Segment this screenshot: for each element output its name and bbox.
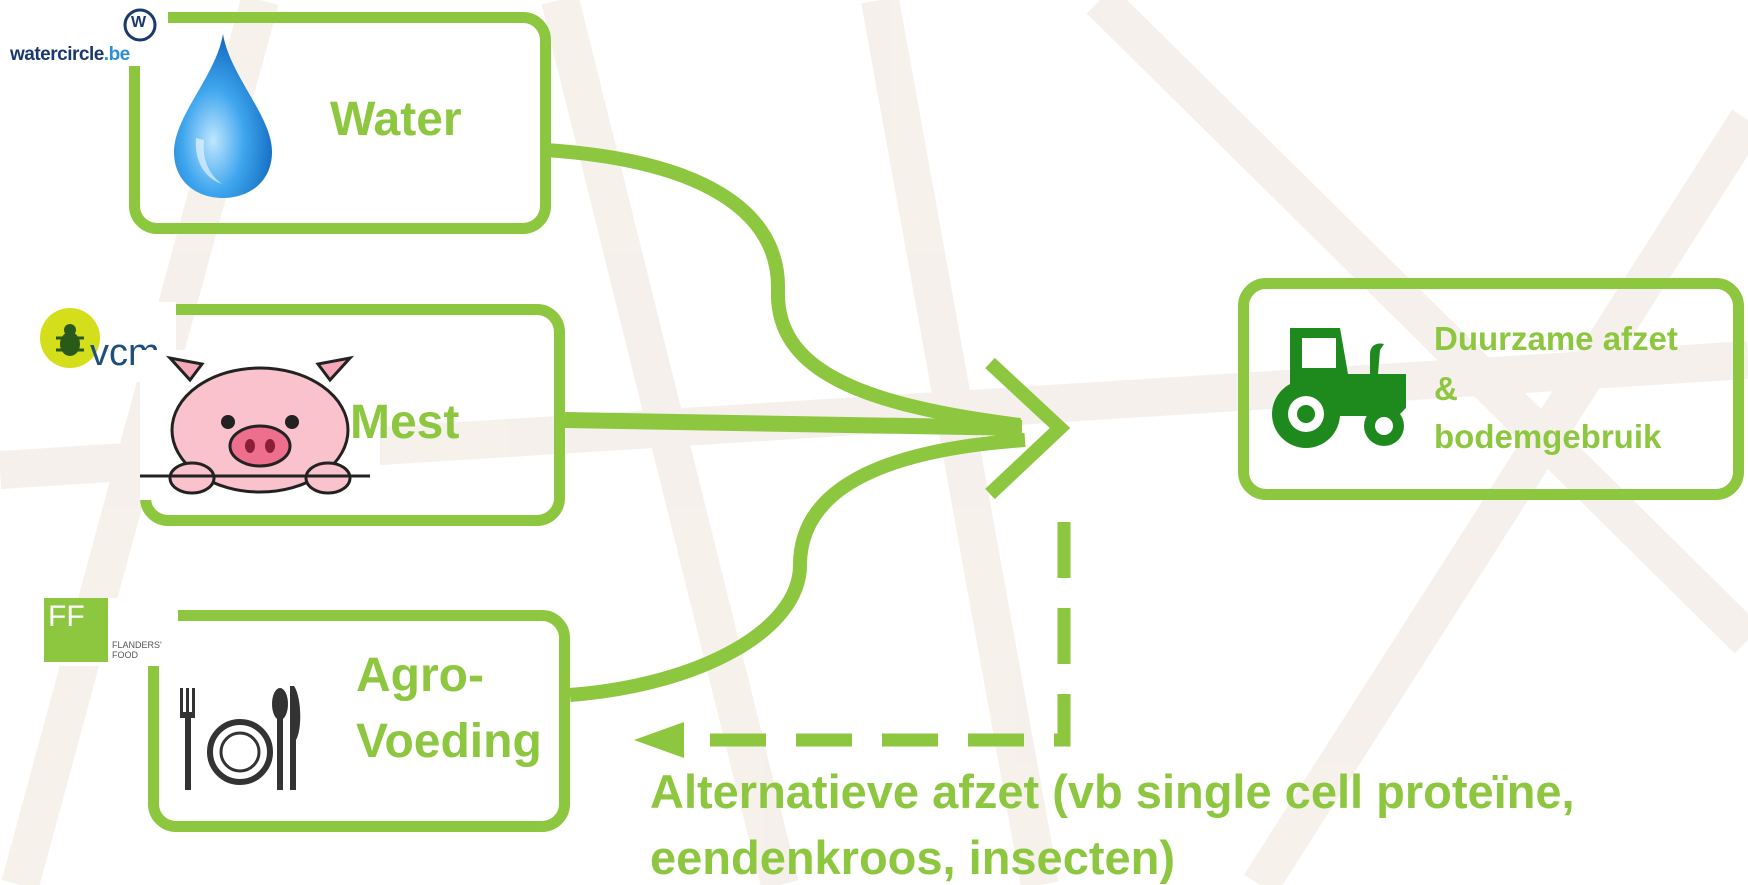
watercircle-logo-mark: W: [131, 14, 147, 31]
return-dashed-line: [690, 522, 1071, 747]
plate-cutlery-icon: [180, 686, 301, 790]
target-label-line1: Duurzame afzet: [1434, 320, 1678, 357]
water-label: Water: [330, 93, 462, 146]
water-box: [129, 12, 551, 234]
alternative-text-line2: eendenkroos, insecten): [650, 831, 1175, 884]
watercircle-logo-suffix: .be: [103, 44, 130, 65]
agro-flow-curve: [569, 433, 1026, 702]
watercircle-logo-text: watercircle: [10, 44, 104, 65]
target-box: [1238, 278, 1744, 500]
convergence-arrowhead: [985, 357, 1071, 500]
beetle-icon: [40, 308, 100, 368]
alternative-text-line1: Alternatieve afzet (vb single cell prote…: [650, 765, 1575, 818]
mest-flow-line: [564, 412, 1023, 436]
flanders-food-mark-text: FF: [48, 600, 85, 633]
water-drop-icon: [174, 34, 272, 198]
flanders-food-text-2: FOOD: [112, 650, 138, 660]
agro-label-line1: Agro-: [356, 649, 484, 702]
tractor-icon: [1272, 328, 1406, 448]
pig-icon: [140, 350, 380, 500]
return-arrowhead: [634, 722, 684, 758]
flanders-food-logo: FF FLANDERS' FOOD: [44, 598, 178, 666]
watercircle-logo: W watercircle.be: [8, 6, 168, 66]
mest-label: Mest: [350, 396, 460, 449]
agro-label-line2: Voeding: [356, 715, 542, 768]
watercircle-mark-icon: [123, 8, 157, 42]
flanders-food-mark: FF: [44, 598, 108, 662]
target-label-line3: bodemgebruik: [1434, 418, 1662, 455]
water-flow-curve: [544, 143, 1021, 432]
target-label-line2: &: [1434, 370, 1458, 407]
agro-box: [148, 610, 570, 832]
flanders-food-text-1: FLANDERS': [112, 640, 162, 650]
